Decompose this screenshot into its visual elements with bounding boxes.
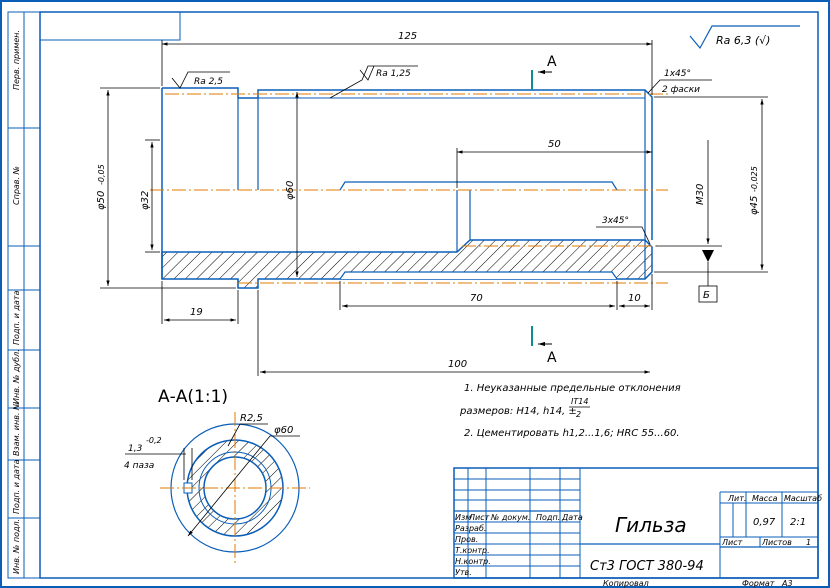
- note-line-2: размеров: H14, h14, ±: [459, 406, 577, 417]
- roughness-marks: Ra 2,5 Ra 1,25: [171, 65, 418, 99]
- note-frac-den: 2: [576, 410, 581, 419]
- dim-19: 19: [190, 307, 203, 318]
- title-block: Изм Лист № докум. Подп. Дата Разраб. Про…: [453, 467, 822, 579]
- scale-value: 2:1: [790, 517, 806, 528]
- base-mark: Б: [698, 250, 718, 303]
- margin-label: Взам. инв. №: [12, 402, 21, 456]
- sleeve-section-view: [150, 87, 668, 289]
- wall-hatching: [162, 240, 652, 288]
- roughness-ra-1-25: Ra 1,25: [376, 69, 411, 79]
- dim-10: 10: [628, 293, 641, 304]
- role-nkontr: Н.контр.: [455, 557, 491, 566]
- margin-label: Подп. и дата: [12, 290, 21, 345]
- section-groove-count: 4 паза: [124, 461, 154, 471]
- dim-chamfer-1-note: 2 фаски: [662, 85, 700, 95]
- dim-thread: M30: [695, 184, 706, 205]
- dim-dia-50: φ50: [96, 191, 107, 210]
- note-line-1: 1. Неуказанные предельные отклонения: [464, 383, 681, 394]
- hdr-list: Лист: [468, 513, 490, 522]
- dim-100: 100: [448, 359, 467, 370]
- mass-label: Масса: [752, 494, 778, 503]
- hdr-izm: Изм: [455, 513, 471, 522]
- dim-chamfer-3: 3x45°: [602, 216, 629, 226]
- dim-dia-45-tol: -0,025: [750, 166, 759, 192]
- dim-chamfer-1: 1x45°: [664, 69, 691, 79]
- role-utv: Утв.: [455, 568, 472, 577]
- note-line-3: 2. Цементировать h1,2...1,6; HRC 55...60…: [464, 428, 680, 439]
- format-label: Формат: [742, 579, 775, 588]
- sheet-label: Лист: [721, 538, 743, 547]
- section-radius: R2,5: [240, 413, 263, 424]
- section-mark-top: A: [547, 54, 557, 70]
- section-mark-bottom: A: [547, 350, 557, 366]
- role-razrab: Разраб.: [455, 524, 486, 533]
- technical-notes: 1. Неуказанные предельные отклонения раз…: [459, 383, 681, 439]
- section-groove-tol: -0,2: [146, 436, 162, 445]
- margin-label: Перв. примен.: [12, 30, 21, 90]
- left-margin: Перв. примен. Справ. № Подп. и дата Инв.…: [7, 11, 41, 579]
- general-roughness-mark: Ra 6,3 (√): [689, 25, 800, 50]
- section-marks: A A: [531, 54, 557, 366]
- lower-groove: [340, 272, 616, 279]
- base-letter: Б: [703, 290, 710, 301]
- mass-value: 0,97: [753, 517, 776, 528]
- sheets-value: 1: [806, 538, 811, 547]
- lit-label: Лит.: [727, 494, 746, 503]
- scale-label: Масштаб: [784, 494, 822, 503]
- section-dia: φ60: [274, 425, 293, 436]
- dim-70: 70: [470, 293, 483, 304]
- margin-label: Инв. № подл.: [12, 519, 21, 574]
- hdr-date: Дата: [561, 513, 583, 522]
- dim-dia-45: φ45: [749, 196, 760, 215]
- margin-label: Справ. №: [12, 166, 21, 205]
- part-material: Ст3 ГОСТ 380-94: [590, 559, 704, 574]
- margin-label: Подп. и дата: [12, 459, 21, 514]
- note-frac-num: IT14: [571, 397, 588, 406]
- top-left-box: [39, 12, 181, 41]
- roughness-ra-2-5: Ra 2,5: [194, 77, 223, 87]
- roughness-general: Ra 6,3 (√): [716, 34, 770, 47]
- role-prov: Пров.: [455, 535, 478, 544]
- hdr-doc: № докум.: [490, 513, 530, 522]
- role-tkontr: Т.контр.: [455, 546, 490, 555]
- hdr-sign: Подп.: [536, 513, 560, 522]
- part-name: Гильза: [615, 513, 687, 537]
- cross-section-view: А-А(1:1) R2,5 φ60 1,3 -0,2 4 паза: [124, 387, 310, 564]
- sheets-label: Листов: [761, 538, 792, 547]
- dim-dia-60: φ60: [285, 181, 296, 200]
- section-title: А-А(1:1): [158, 387, 228, 407]
- format-value: А3: [781, 579, 793, 588]
- dim-dia-32: φ32: [140, 191, 151, 210]
- margin-label: Инв. № дубл.: [12, 349, 21, 404]
- copied-label: Копировал: [603, 579, 649, 588]
- dim-dia-50-tol: -0,05: [97, 164, 106, 185]
- dim-50: 50: [548, 139, 561, 150]
- dimensions: 125 φ50 -0,05 φ32 φ60 φ45 -0,025 M30 50: [96, 31, 768, 376]
- dim-125: 125: [398, 31, 417, 42]
- section-groove-width: 1,3: [128, 444, 143, 454]
